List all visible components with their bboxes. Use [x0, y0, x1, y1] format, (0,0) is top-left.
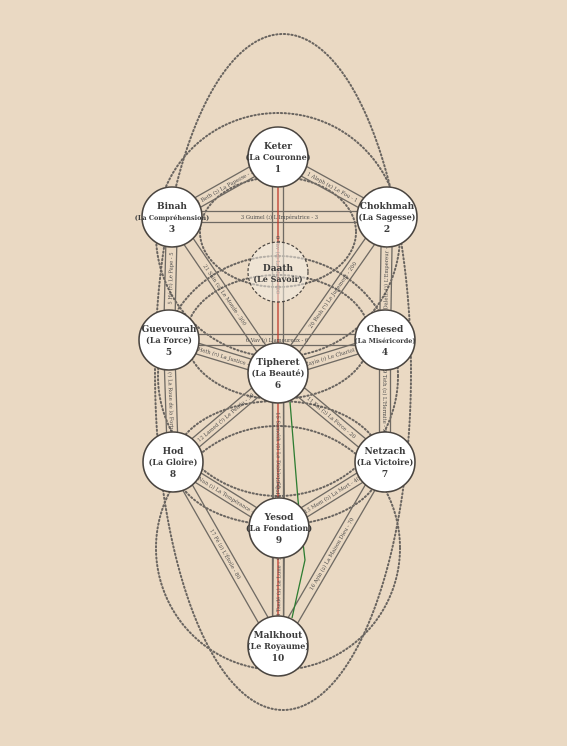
sephirah-daath: Daath(Le Savoir) [247, 241, 309, 303]
sephirot-layer: Daath(Le Savoir) Keter(La Couronne) 1Chokh… [135, 126, 418, 677]
sephirah-number: 8 [170, 470, 176, 480]
daath-name: Daath [263, 264, 294, 274]
sephirah-binah: Binah (La Compréhension) 3 [135, 186, 209, 248]
path-label: 15 Samekh (ס) Le Diable - 60 [274, 412, 282, 489]
path-label: 12 Lamed (ל) Le Pendu - 30 [196, 392, 255, 444]
sephirah-subtitle: (La Force) [146, 335, 192, 345]
sephirah-guevourah: Guevourah(La Force) 5 [138, 309, 200, 371]
path-label: 13 Mem (מ) La Mort - 40 [303, 475, 362, 515]
sephirah-subtitle: (Le Royaume) [247, 641, 309, 651]
sephirah-subtitle: (La Victoire) [357, 457, 414, 467]
sephirah-hod: Hod(La Gloire) 8 [142, 431, 204, 493]
path-binah-tipheret [166, 213, 284, 377]
sephirah-chesed: Chesed (La Miséricorde) 4 [354, 309, 416, 371]
sephirah-name: Guevourah [142, 325, 197, 335]
path-chokhmah-tipheret [272, 213, 393, 377]
sephirah-subtitle: (La Fondation) [246, 523, 312, 533]
sephirah-name: Tipheret [256, 358, 300, 368]
sephirah-name: Keter [264, 142, 292, 152]
path-label: 6 Vav (ו) L'amoureux - 6 [246, 337, 308, 344]
path-label: 9 Teth (ט) L'Hermite - 9 [381, 370, 388, 432]
path-label: 17 Pé (פ) L'Étoile - 80 [208, 527, 243, 580]
sephirah-name: Hod [163, 447, 185, 457]
outer-ring [154, 33, 412, 711]
sephirah-number: 3 [169, 225, 175, 235]
sephirah-number: 4 [382, 348, 388, 358]
sephirah-subtitle: (La Miséricorde) [355, 337, 416, 345]
sephirah-number: 7 [382, 470, 388, 480]
path-label: 18 Tsadé (צ) La Lune - 90 [275, 554, 283, 621]
path-label: 5 Hé (ה) Le Pape - 5 [167, 252, 175, 304]
sephirah-name: Malkhout [254, 631, 304, 641]
sephirah-name: Binah [157, 202, 187, 212]
sephirah-subtitle: (La Compréhension) [135, 214, 209, 222]
path-label: 16 Ayin (ע) La Maison Dieu - 70 [308, 517, 356, 592]
sephirah-netzach: Netzach(La Victoire) 7 [354, 431, 416, 493]
sephirah-keter: Keter(La Couronne) 1 [246, 126, 311, 188]
sephirah-number: 6 [275, 381, 281, 391]
daath-subtitle: (Le Savoir) [253, 274, 302, 284]
sephirah-malkhout: Malkhout(Le Royaume) 10 [247, 615, 309, 677]
sephirah-subtitle: (La Beauté) [252, 368, 305, 378]
sephirah-name: Chokhmah [360, 202, 415, 212]
sephirah-name: Yesod [264, 513, 294, 523]
sephirah-tipheret: Tipheret(La Beauté) 6 [247, 342, 309, 404]
sephirah-name: Netzach [364, 447, 406, 457]
sephirah-subtitle: (La Gloire) [149, 457, 198, 467]
path-label: 14 Nun (נ) La Tempérance - 50 [190, 471, 262, 520]
sephirah-number: 5 [166, 348, 172, 358]
path-netzach-malkhout [272, 458, 391, 650]
path-label: 4 Daleth (ד) L'Empereur - 4 [382, 242, 390, 315]
path-label: 7 Zayin (ז) Le Chariot - 7 [300, 344, 364, 370]
path-label: 2 Beth (ב) La Papesse - 2 [195, 168, 255, 206]
sephirah-number: 1 [275, 165, 281, 175]
path-label: 1 Aleph (א) Le Fou - 1 [306, 170, 359, 204]
sephirah-number: 9 [276, 536, 282, 546]
sephirah-chokhmah: Chokhmah(La Sagesse) 2 [356, 186, 418, 248]
sephirah-name: Chesed [367, 325, 404, 335]
path-hod-malkhout [167, 458, 284, 650]
sephirah-subtitle: (La Sagesse) [359, 212, 416, 222]
sephirah-yesod: Yesod(La Fondation) 9 [246, 497, 312, 559]
sephirah-subtitle: (La Couronne) [246, 152, 311, 162]
path-label: 3 Guimel (ג) L'Impératrice - 3 [241, 214, 318, 221]
path-binah-chokhmah [172, 210, 387, 224]
sephirah-number: 10 [272, 654, 285, 664]
path-label: 10 Yod (י) La Roue de la Fortune - 10 [166, 353, 176, 450]
sephirah-number: 2 [384, 225, 390, 235]
